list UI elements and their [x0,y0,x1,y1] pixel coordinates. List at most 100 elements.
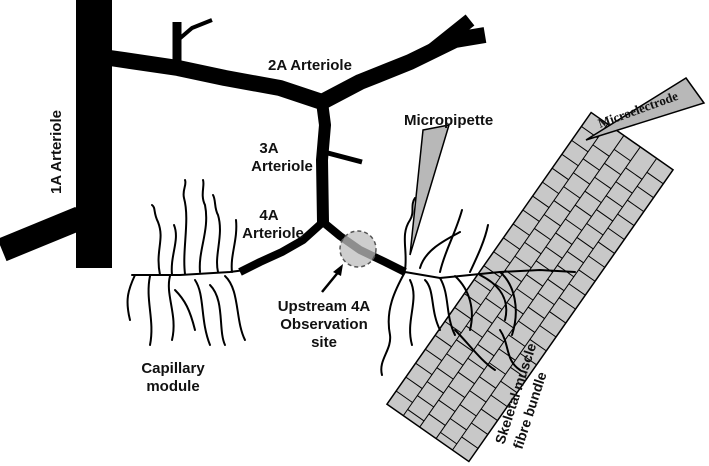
muscle-fibre-segment [543,214,561,227]
muscle-fibre-segment [542,181,560,195]
muscle-fibre-segment [605,195,623,208]
muscle-fibre-segment [636,185,654,199]
muscle-fibre-segment [568,283,586,296]
label-2a-arteriole: 2A Arteriole [268,57,352,74]
muscle-fibre-segment [459,404,477,417]
muscle-fibre-segment [457,371,475,385]
capillary [454,329,496,371]
muscle-fibre-segment [405,376,423,389]
arteriole-1a-branch [0,206,85,262]
muscle-fibre-segment [480,408,498,421]
muscle-fibre-segment [519,352,537,366]
muscle-fibre-divider [435,146,641,439]
capillary [126,274,136,321]
muscle-fibre-segment [625,167,643,180]
capillary [167,275,175,341]
muscle-fibre-segment [428,413,446,426]
muscle-fibre-segment [563,186,581,199]
muscle-fibre-segment [588,255,606,268]
arteriole-2a-vessel-right [318,27,487,110]
muscle-fibre-segment [553,200,571,213]
muscle-fibre-segment [436,367,454,380]
capillary [194,279,211,346]
muscle-fibre-segment [596,209,614,222]
label-4a-line2: Arteriole [242,225,304,242]
muscle-fibre-grid [395,123,664,451]
muscle-fibre-segment [469,390,487,403]
arteriole-2a-branch-upper [425,14,475,58]
capillary [499,329,521,371]
muscle-fibre-segment [586,223,604,236]
capillary [403,197,416,271]
muscle-fibre-segment [465,325,483,338]
muscle-fibre-segment [434,334,452,348]
label-1a-arteriole: 1A Arteriole [48,110,65,194]
muscle-fibre-segment [565,218,583,231]
muscle-fibre-segment [574,204,592,217]
arteriole-4a-left [238,219,326,276]
muscle-fibre-segment [448,385,466,398]
muscle-fibre-segment [483,265,501,278]
observation-arrow [321,264,343,293]
muscle-fibre-segment [479,376,497,389]
label-observation-line1: Upstream 4A [278,298,371,315]
muscle-fibre-segment [573,172,591,185]
micropipette-shape [409,124,451,256]
capillary [147,275,153,346]
muscle-fibre-segment [485,297,503,310]
muscle-fibre-segment [495,283,513,297]
muscle-fibre-segment [500,380,518,394]
muscle-bundle-outline [385,111,675,463]
label-3a-line2: Arteriole [251,158,313,175]
arteriole-3a-vessel [316,101,331,223]
muscle-fibre-segment [425,348,443,362]
capillary-network [126,179,576,376]
skeletal-muscle-fibre-bundle [385,111,675,463]
muscle-fibre-segment [395,390,413,403]
muscle-fibre-segment [440,431,458,445]
muscle-fibre-segment [498,348,516,361]
label-micropipette: Micropipette [404,112,493,129]
muscle-fibre-segment [617,213,635,226]
muscle-fibre-segment [446,353,464,366]
muscle-fibre-segment [547,278,565,292]
muscle-fibre-segment [407,409,425,422]
label-4a-line1: 4A [259,207,278,224]
muscle-fibre-segment [604,162,622,176]
muscle-fibre-segment [646,171,664,185]
muscle-fibre-segment [516,288,534,301]
capillary [209,284,226,346]
muscle-fibre-segment [456,339,474,352]
muscle-fibre-segment [592,144,610,157]
muscle-fibre-segment [582,158,600,171]
capillary-trunk-left [131,269,246,276]
muscle-fibre-segment [522,209,540,222]
muscle-fibre-segment [555,232,573,245]
muscle-fibre-segment [471,422,489,435]
capillary [499,271,517,336]
capillary [212,194,221,273]
muscle-fibre-segment [454,307,472,320]
arteriole-3a-side-branch [323,149,363,165]
muscle-fibre-segment [576,237,594,250]
muscle-fibre-segment [488,362,506,375]
muscle-fibre-segment [496,316,514,329]
muscle-fibre-segment [503,237,521,250]
muscle-fibre-segment [627,199,645,213]
muscle-fibre-segment [524,241,542,255]
label-3a-line1: 3A [259,140,278,157]
capillary [469,224,489,273]
arteriole-2a-vessel [108,50,325,110]
muscle-fibre-segment [464,293,482,306]
muscle-fibre-segment [487,330,505,343]
capillary [174,289,196,331]
muscle-fibre-segment [415,362,433,376]
observation-site-marker [339,230,377,268]
capillary [182,179,188,275]
label-observation-line3: site [311,334,337,351]
muscle-fibre-segment [417,395,435,408]
muscle-fibre-segment [613,148,631,162]
muscle-fibre-divider [452,158,658,451]
muscle-fibre-segment [467,357,485,371]
